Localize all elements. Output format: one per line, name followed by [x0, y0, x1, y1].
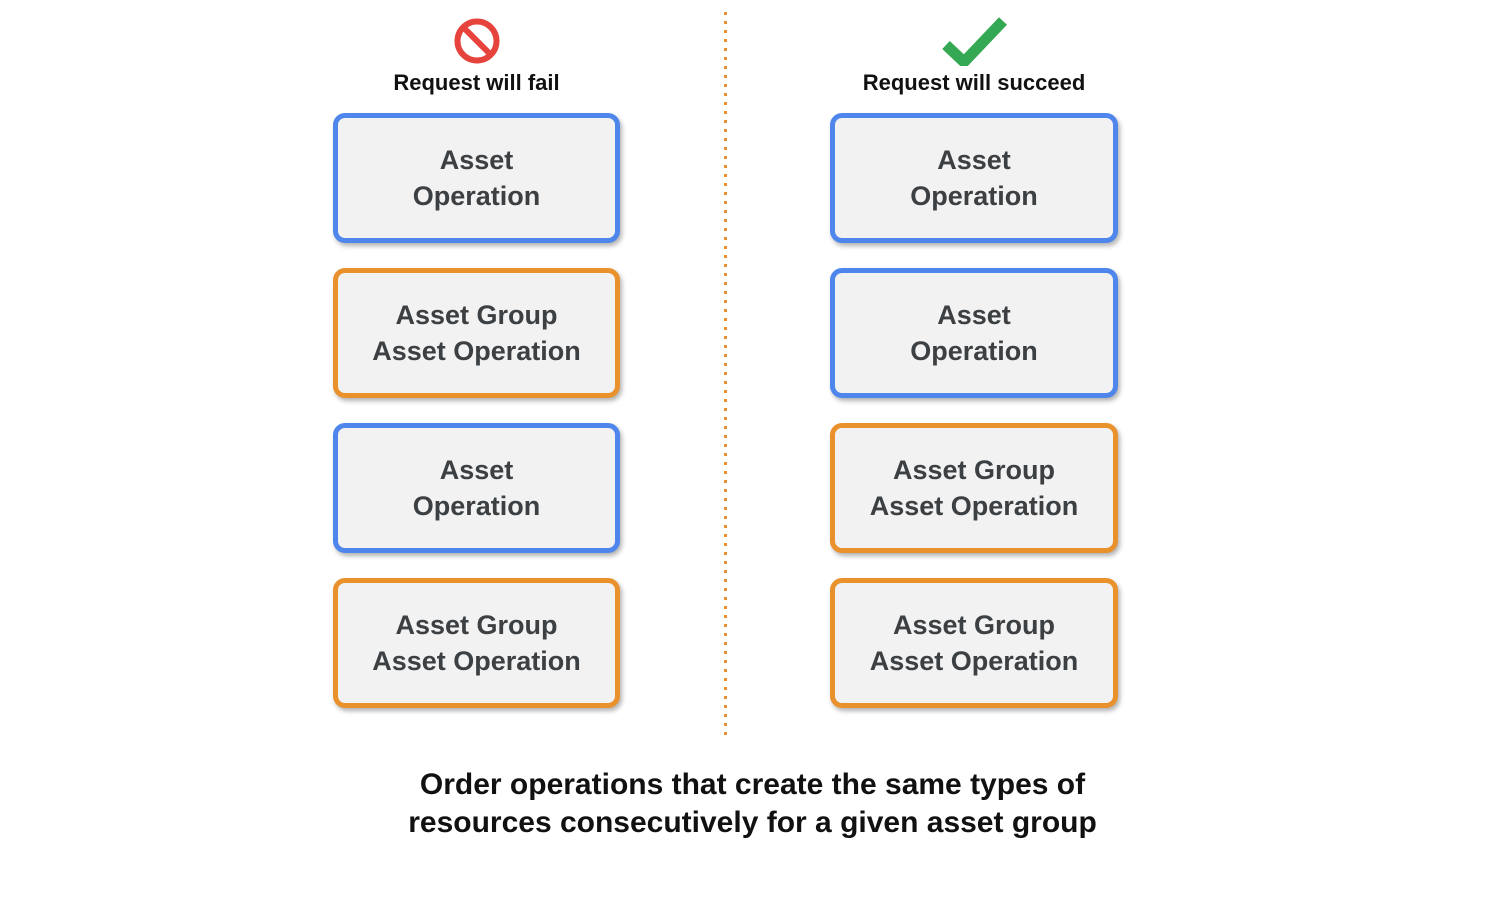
operation-box-label-line1: Asset	[439, 145, 514, 175]
operation-box-label-line1: Asset Group	[395, 300, 558, 330]
succeed-column-heading: Request will succeed	[862, 70, 1086, 95]
caption-line-2: resources consecutively for a given asse…	[408, 806, 1097, 839]
prohibited-icon	[333, 15, 620, 67]
operation-box-label-line2: Asset Operation	[869, 491, 1079, 521]
operation-box-label-line1: Asset	[937, 300, 1011, 330]
operation-box: Asset Group Asset Operation	[830, 423, 1118, 553]
fail-column-heading: Request will fail	[393, 70, 560, 95]
succeed-column: Request will succeed Asset Operation Ass…	[830, 0, 1118, 760]
operation-box: Asset Operation	[830, 113, 1118, 243]
operation-box-label-line2: Asset Operation	[372, 336, 581, 366]
dotted-divider	[724, 12, 727, 739]
check-icon	[830, 15, 1118, 67]
operation-box: Asset Group Asset Operation	[333, 268, 620, 398]
operation-box-label-line1: Asset	[439, 455, 514, 485]
operation-box-label-line2: Asset Operation	[869, 646, 1079, 676]
operation-box: Asset Group Asset Operation	[830, 578, 1118, 708]
fail-column: Request will fail Asset Operation Asset …	[333, 0, 620, 760]
operation-box-label-line2: Asset Operation	[372, 646, 581, 676]
operation-box-label-line2: Operation	[910, 181, 1038, 211]
operation-box-label-line1: Asset	[937, 145, 1011, 175]
diagram-caption: Order operations that create the same ty…	[0, 766, 1505, 842]
operation-box: Asset Operation	[333, 113, 620, 243]
operation-box-label-line2: Operation	[412, 491, 541, 521]
operation-box-label-line2: Operation	[412, 181, 541, 211]
operation-box-label-line2: Operation	[910, 336, 1038, 366]
succeed-column-boxes: Asset Operation Asset Operation Asset Gr…	[830, 113, 1118, 708]
operation-box-label-line1: Asset Group	[892, 455, 1056, 485]
operation-box-label-line1: Asset Group	[892, 610, 1056, 640]
operation-box: Asset Operation	[830, 268, 1118, 398]
operation-box: Asset Operation	[333, 423, 620, 553]
caption-line-1: Order operations that create the same ty…	[419, 768, 1086, 801]
fail-column-boxes: Asset Operation Asset Group Asset Operat…	[333, 113, 620, 708]
operation-box-label-line1: Asset Group	[395, 610, 558, 640]
operation-box: Asset Group Asset Operation	[333, 578, 620, 708]
